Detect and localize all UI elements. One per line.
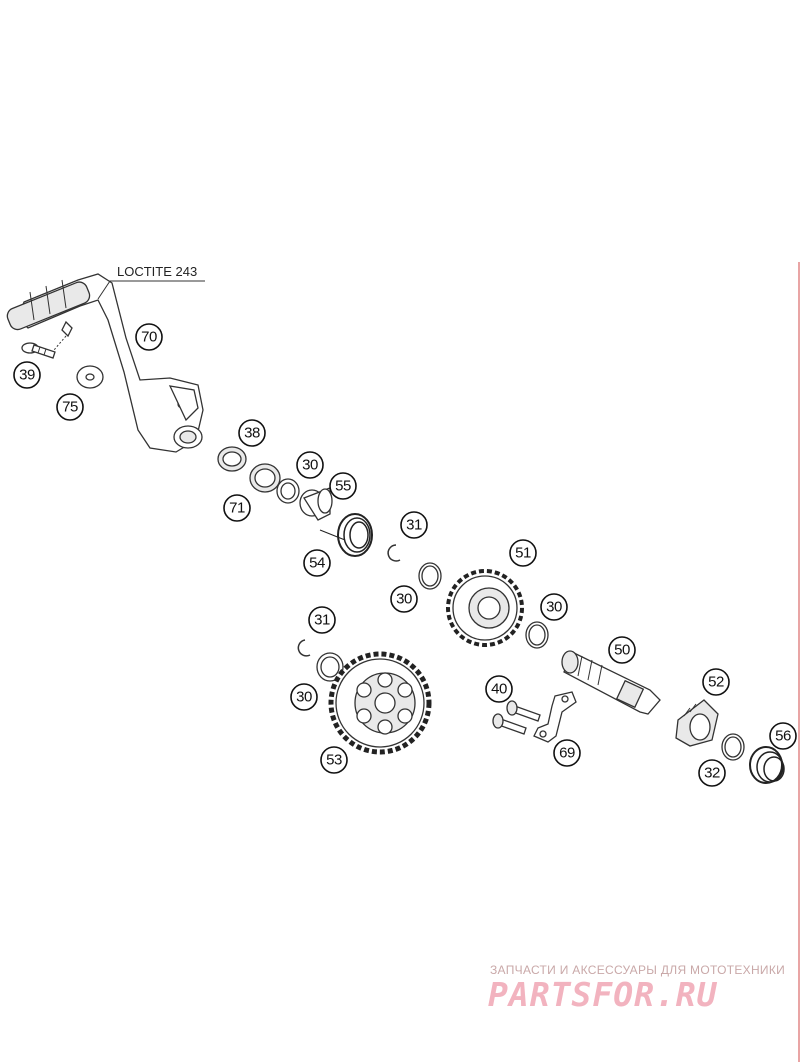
kickstarter-lever <box>6 273 204 453</box>
callout-32: 32 <box>698 759 726 787</box>
callout-52: 52 <box>702 668 730 696</box>
svg-text:75: 75 <box>62 399 78 416</box>
page-edge-divider <box>798 262 800 1062</box>
kick-spring <box>319 513 373 557</box>
callout-31: 31 <box>308 606 336 634</box>
circlips-washers <box>297 544 745 761</box>
svg-text:32: 32 <box>704 765 720 782</box>
callout-71: 71 <box>223 494 251 522</box>
callout-69: 69 <box>553 739 581 767</box>
idler-gear-large <box>328 651 432 755</box>
callout-30: 30 <box>390 585 418 613</box>
svg-text:70: 70 <box>141 329 157 346</box>
callout-30: 30 <box>540 593 568 621</box>
guide-bolts <box>492 700 541 735</box>
shaft-seals <box>217 446 333 521</box>
loctite-note: LOCTITE 243 <box>97 264 205 300</box>
guide-plate <box>533 691 577 743</box>
callout-40: 40 <box>485 675 513 703</box>
svg-text:30: 30 <box>302 457 318 474</box>
ratchet-spring <box>749 746 785 784</box>
callout-56: 56 <box>769 722 797 750</box>
svg-text:30: 30 <box>546 599 562 616</box>
callout-39: 39 <box>13 361 41 389</box>
svg-text:53: 53 <box>326 752 342 769</box>
svg-text:31: 31 <box>406 517 422 534</box>
svg-text:50: 50 <box>614 642 630 659</box>
watermark-tagline: ЗАПЧАСТИ И АКСЕССУАРЫ ДЛЯ МОТОТЕХНИКИ <box>490 963 786 977</box>
svg-text:30: 30 <box>396 591 412 608</box>
svg-text:38: 38 <box>244 425 260 442</box>
lever-washer <box>76 365 104 389</box>
callout-38: 38 <box>238 419 266 447</box>
svg-text:51: 51 <box>515 545 531 562</box>
svg-text:39: 39 <box>19 367 35 384</box>
loctite-label: LOCTITE 243 <box>117 264 197 279</box>
callout-75: 75 <box>56 393 84 421</box>
watermark-brand: PARTSFOR.RU <box>488 975 718 1014</box>
callout-31: 31 <box>400 511 428 539</box>
kick-gear-small <box>446 569 524 647</box>
svg-text:69: 69 <box>559 745 575 762</box>
callout-70: 70 <box>135 323 163 351</box>
kick-shaft <box>561 650 661 715</box>
callout-54: 54 <box>303 549 331 577</box>
svg-text:55: 55 <box>335 478 351 495</box>
callout-50: 50 <box>608 636 636 664</box>
callout-55: 55 <box>329 472 357 500</box>
svg-text:31: 31 <box>314 612 330 629</box>
lever-bolt <box>21 320 73 359</box>
svg-text:56: 56 <box>775 728 791 745</box>
ratchet <box>675 699 719 747</box>
svg-text:40: 40 <box>491 681 507 698</box>
svg-text:54: 54 <box>309 555 325 572</box>
svg-text:52: 52 <box>708 674 724 691</box>
callout-30: 30 <box>290 683 318 711</box>
callout-30: 30 <box>296 451 324 479</box>
svg-text:71: 71 <box>229 500 245 517</box>
callout-53: 53 <box>320 746 348 774</box>
callout-51: 51 <box>509 539 537 567</box>
svg-text:30: 30 <box>296 689 312 706</box>
